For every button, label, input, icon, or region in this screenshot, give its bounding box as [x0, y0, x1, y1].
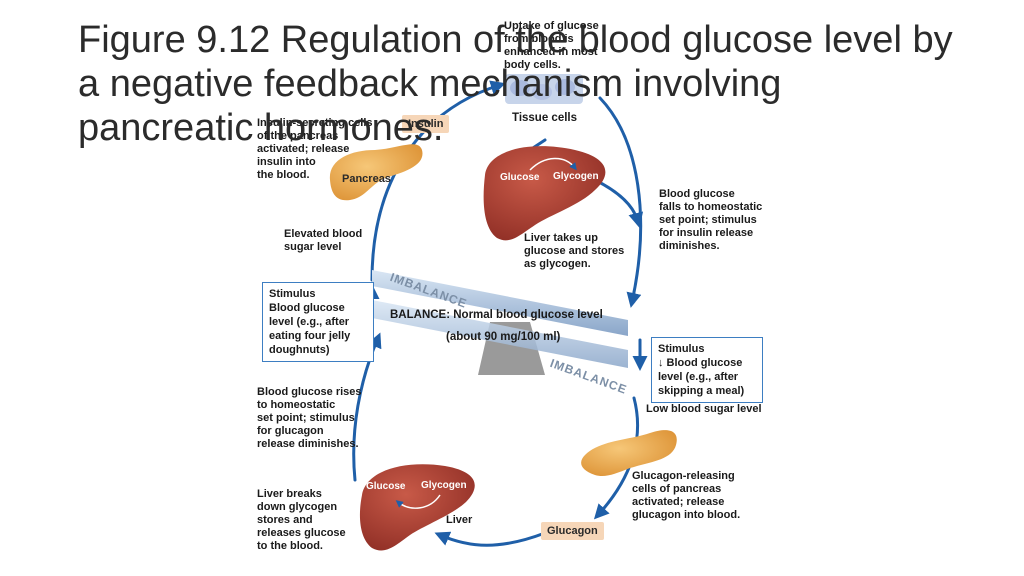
elevated-label: Elevated blood sugar level — [284, 228, 363, 253]
arrow-liver-falls — [593, 178, 644, 228]
page-title: Figure 9.12 Regulation of the blood gluc… — [78, 19, 953, 149]
balance-sub-label: (about 90 mg/100 ml) — [446, 331, 561, 343]
feedback-arrows — [352, 80, 648, 547]
liver-tag: Liver — [446, 514, 473, 526]
stimulus-left-heading: Stimulus — [269, 288, 316, 300]
glucagon-releasing-label: Glucagon-releasing cells of pancreas act… — [632, 470, 741, 521]
uptake-label: Uptake of glucose from blood is enhanced… — [504, 20, 599, 71]
seesaw-icon — [372, 270, 628, 375]
stimulus-right-box: Stimulus ↓ Blood glucose level (e.g., af… — [651, 337, 763, 403]
glucagon-tag: Glucagon — [541, 522, 604, 540]
arrow-top-right — [598, 96, 643, 308]
stimulus-right-heading: Stimulus — [658, 343, 705, 355]
liver-bottom-glycogen: Glycogen — [421, 480, 467, 491]
pancreas-tag: Pancreas — [342, 173, 391, 185]
stimulus-left-body: Blood glucose level (e.g., after eating … — [269, 302, 351, 356]
insulin-tag: Insulin — [402, 115, 450, 133]
stimulus-right-body: ↓ Blood glucose level (e.g., after skipp… — [658, 357, 745, 397]
pancreas-bottom-icon — [581, 430, 677, 477]
tissue-cells-label: Tissue cells — [512, 112, 577, 124]
liver-bottom-glucose: Glucose — [366, 481, 406, 492]
balance-label: BALANCE: Normal blood glucose level — [390, 309, 603, 321]
low-blood-sugar-label: Low blood sugar level — [646, 403, 762, 415]
stimulus-left-box: Stimulus Blood glucose level (e.g., afte… — [262, 282, 374, 362]
tissue-cells-image — [505, 74, 583, 104]
blood-glucose-rises-label: Blood glucose rises to homeostatic set p… — [257, 386, 362, 450]
liver-takes-up-label: Liver takes up glucose and stores as gly… — [524, 232, 625, 270]
liver-top-glucose: Glucose — [500, 172, 540, 183]
liver-breaks-label: Liver breaks down glycogen stores and re… — [257, 488, 346, 552]
arrow-bottom — [434, 531, 547, 547]
blood-glucose-falls-label: Blood glucose falls to homeostatic set p… — [659, 188, 763, 252]
liver-top-glycogen: Glycogen — [553, 171, 599, 182]
pancreas-top-icon — [329, 144, 423, 201]
insulin-secreting-label: Insulin-secreting cells of the pancreas … — [257, 117, 373, 181]
